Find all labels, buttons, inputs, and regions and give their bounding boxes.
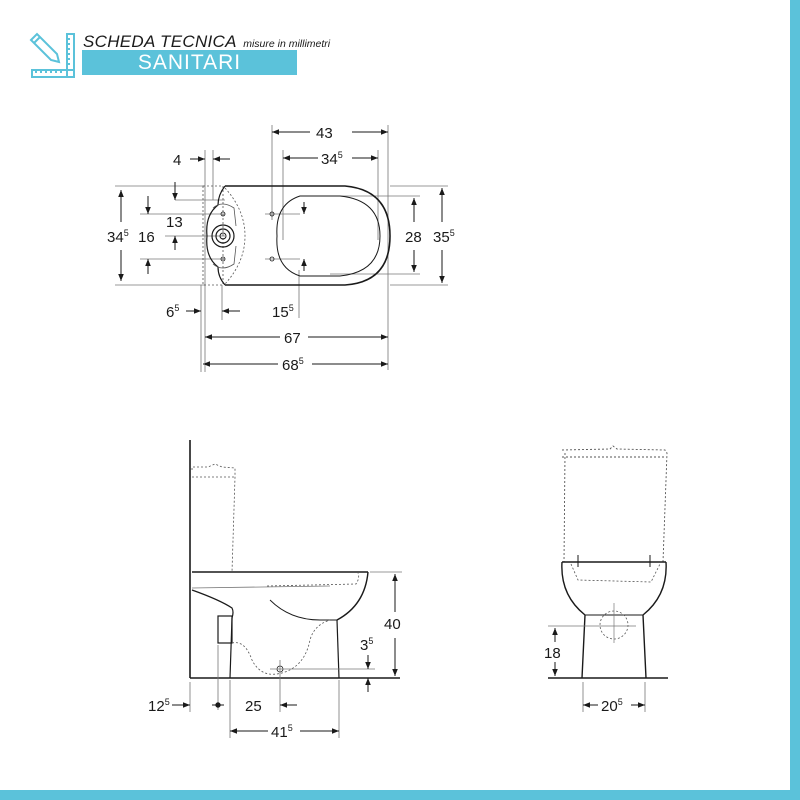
side-view: [172, 440, 402, 738]
page-border-bottom: [0, 790, 800, 800]
plan-view-labels: 43 345 4 345 16 13 28 355 65 155 67 685: [107, 125, 455, 374]
dim-15-5: 155: [272, 303, 294, 321]
dim-12-5: 125: [148, 697, 170, 715]
dim-20-5: 205: [601, 697, 623, 715]
dim-28: 28: [405, 229, 422, 246]
category-banner: SANITARI: [82, 50, 297, 75]
dim-41-5: 415: [271, 723, 293, 741]
front-view-labels: 18 205: [544, 645, 623, 715]
side-view-labels: 40 35 125 25 415: [148, 616, 401, 741]
dim-3-5: 35: [360, 636, 373, 654]
dim-18: 18: [544, 645, 561, 662]
front-view: [548, 445, 668, 712]
dim-4: 4: [173, 152, 181, 169]
dim-13: 13: [166, 214, 183, 231]
dim-25: 25: [245, 698, 262, 715]
dim-43: 43: [316, 125, 333, 142]
dim-6-5: 65: [166, 303, 179, 321]
pencil-ruler-icon: [29, 32, 75, 78]
dim-35-5: 355: [433, 228, 455, 246]
title-line: SCHEDA TECNICA misure in millimetri: [83, 32, 330, 52]
page-border-right: [790, 0, 800, 800]
dim-67: 67: [284, 330, 301, 347]
page-subtitle: misure in millimetri: [243, 38, 331, 50]
dim-68-5: 685: [282, 356, 304, 374]
dim-34-5-left: 345: [107, 228, 129, 246]
page-title: SCHEDA TECNICA: [83, 32, 237, 51]
dim-34-5-top: 345: [321, 150, 343, 168]
plan-view: [115, 125, 448, 372]
dim-16: 16: [138, 229, 155, 246]
dim-40: 40: [384, 616, 401, 633]
